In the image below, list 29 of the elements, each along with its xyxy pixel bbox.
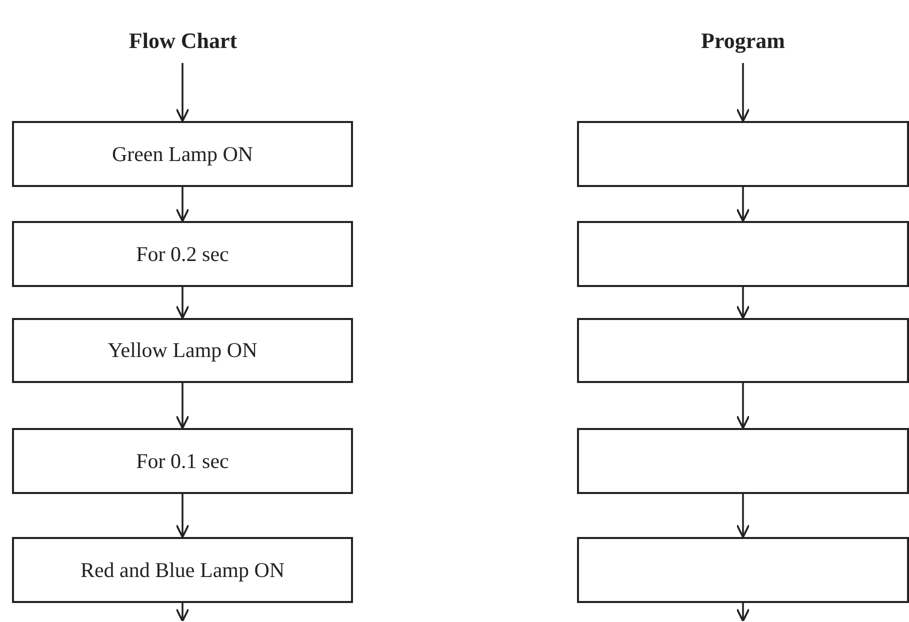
arrow: [176, 187, 190, 222]
process-box: [12, 537, 353, 603]
arrow: [176, 287, 190, 319]
column-heading: Flow Chart: [128, 28, 238, 54]
process-box: [12, 121, 353, 187]
arrow: [736, 494, 750, 538]
empty-box: [577, 221, 909, 287]
arrow: [176, 383, 190, 429]
process-box: [12, 428, 353, 494]
empty-box: [577, 537, 909, 603]
step-text: For 0.1 sec: [136, 448, 229, 474]
empty-box: [577, 318, 909, 383]
column-heading: Program: [701, 28, 785, 54]
arrow: [736, 383, 750, 429]
step-text: For 0.2 sec: [136, 242, 229, 266]
arrow: [736, 187, 750, 222]
arrow: [176, 494, 190, 538]
empty-box: [577, 428, 909, 494]
step-text: Red and Blue Lamp ON: [80, 558, 285, 582]
step-text: Yellow Lamp ON: [108, 338, 258, 363]
process-box: [12, 221, 353, 287]
process-box: [12, 318, 353, 383]
arrow: [736, 603, 750, 622]
step-text: Green Lamp ON: [112, 142, 254, 166]
empty-box: [577, 121, 909, 187]
arrow: [176, 603, 190, 622]
arrow: [736, 63, 750, 122]
arrow: [736, 287, 750, 319]
arrow: [176, 63, 190, 122]
